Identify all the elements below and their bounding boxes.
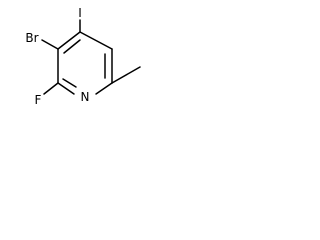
- bromine-label: Br: [25, 31, 38, 45]
- bond-c4-c5: [79, 31, 113, 50]
- bond-c3-br: [41, 39, 59, 50]
- structure-canvas: I Br F N: [0, 0, 177, 155]
- bond-c6-methyl: [111, 66, 141, 84]
- nitrogen-label: N: [81, 90, 90, 104]
- bond-n-c2-inner: [62, 78, 77, 88]
- bond-c3-c4: [57, 31, 81, 50]
- iodine-label: I: [78, 6, 82, 20]
- bond-n-c2: [57, 82, 75, 95]
- bond-c2-f: [43, 82, 59, 95]
- fluorine-label: F: [35, 93, 42, 107]
- structure-diagram: I Br F N: [25, 6, 141, 107]
- bond-c3-c4-inner: [63, 39, 81, 54]
- bond-c6-n: [95, 82, 113, 95]
